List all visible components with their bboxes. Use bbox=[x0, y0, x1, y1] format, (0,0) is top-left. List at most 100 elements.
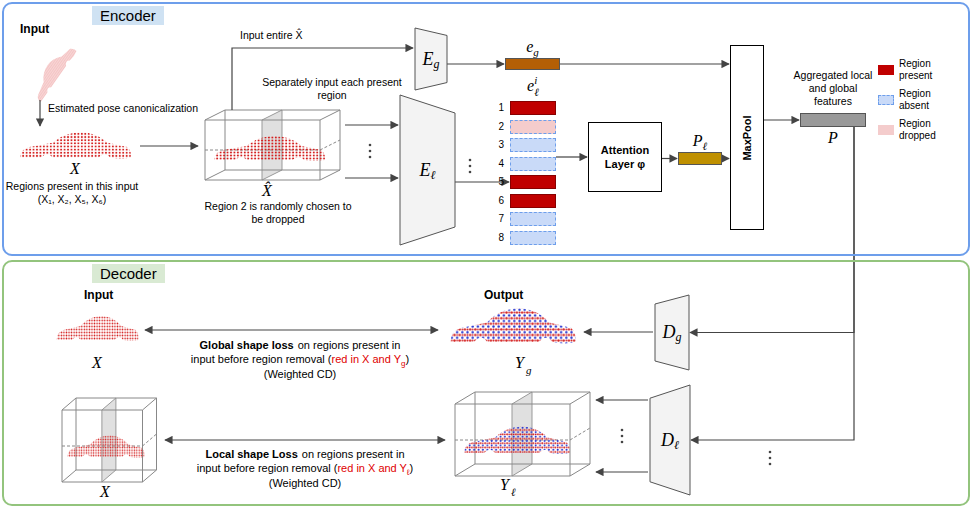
symbol-base: E bbox=[420, 160, 431, 181]
annotation: Local shape Loss bbox=[205, 448, 297, 460]
box-text: Attention Layer φ bbox=[593, 143, 657, 172]
math-symbol: Y bbox=[500, 476, 509, 494]
annotation: ) bbox=[405, 353, 409, 365]
symbol-group: Eℓ bbox=[400, 95, 455, 245]
symbol-base: e bbox=[526, 38, 533, 55]
symbol-subscript: ℓ bbox=[431, 168, 436, 183]
annotation: Separately input each present region bbox=[262, 76, 402, 102]
box-text: MaxPool bbox=[741, 115, 753, 160]
loss-text: Global shape losson regions present inin… bbox=[160, 338, 440, 381]
network-block: Dg bbox=[655, 295, 689, 370]
legend-text: Region present bbox=[899, 58, 961, 82]
callout-number: 4 bbox=[494, 158, 504, 169]
annotation: g bbox=[401, 359, 405, 368]
annotation: red in X and Y bbox=[332, 353, 402, 365]
feature-vector: Aggregated local and global featuresP bbox=[800, 113, 866, 127]
connector bbox=[662, 158, 677, 159]
callout-number: 8 bbox=[494, 232, 504, 243]
connector bbox=[447, 63, 504, 64]
annotation: Input bbox=[20, 22, 49, 36]
network-block: Dℓ bbox=[650, 385, 690, 495]
annotation: Input bbox=[84, 288, 113, 302]
symbol-base: E bbox=[423, 49, 434, 70]
symbol-group: Dg bbox=[655, 295, 689, 370]
callout-number: 2 bbox=[494, 121, 504, 132]
symbol-group: Eg bbox=[415, 28, 447, 90]
symbol-subscript: g bbox=[676, 330, 682, 345]
symbol-group: eg bbox=[526, 38, 539, 56]
callout-number: 3 bbox=[494, 139, 504, 150]
symbol-subscript: ℓ bbox=[534, 86, 539, 98]
text-line: input before region removal (red in X an… bbox=[160, 352, 440, 366]
panel-title: Decoder bbox=[92, 264, 165, 283]
annotation: Regions present in this input (X₁, X₂, X… bbox=[4, 180, 140, 206]
math-symbol: ℓ bbox=[511, 486, 516, 498]
process-box: MaxPool bbox=[730, 45, 764, 230]
connector bbox=[560, 63, 729, 64]
symbol-group: eiℓ bbox=[527, 77, 539, 95]
legend-text: Region dropped bbox=[899, 118, 961, 142]
symbol-subscript: g bbox=[434, 57, 440, 72]
annotation: on regions present in bbox=[298, 339, 401, 351]
region-bar bbox=[510, 175, 556, 189]
math-symbol: X̂ bbox=[262, 182, 272, 200]
region-features: eiℓ bbox=[510, 97, 556, 245]
callout-number: 1 bbox=[494, 102, 504, 113]
annotation: Region 2 is randomly chosen to be droppe… bbox=[198, 200, 358, 226]
symbol-group: Dℓ bbox=[650, 385, 690, 495]
math-symbol: X bbox=[100, 483, 110, 501]
annotation: Estimated pose canonicalization bbox=[48, 102, 198, 115]
region-bar bbox=[510, 231, 556, 245]
annotation: input before region removal ( bbox=[197, 462, 338, 474]
math-symbol: X bbox=[92, 354, 102, 372]
annotation: input before region removal ( bbox=[191, 353, 332, 365]
legend-swatch bbox=[878, 65, 894, 75]
legend-row: Region absent bbox=[878, 88, 966, 112]
region-bar bbox=[510, 101, 556, 115]
symbol-subscript: g bbox=[533, 46, 539, 58]
region-bar bbox=[510, 212, 556, 226]
region-bar bbox=[510, 194, 556, 208]
legend-text: Region absent bbox=[899, 88, 961, 112]
text-line: (Weighted CD) bbox=[165, 476, 445, 490]
callout-number: 5 bbox=[494, 176, 504, 187]
math-symbol: g bbox=[526, 364, 532, 376]
connector bbox=[691, 127, 854, 440]
text-line: input before region removal (red in X an… bbox=[165, 461, 445, 475]
connector bbox=[556, 156, 587, 157]
legend-row: Region dropped bbox=[878, 118, 966, 142]
callout-number: 6 bbox=[494, 195, 504, 206]
network-block: Eg bbox=[415, 28, 447, 90]
feature-vector: Pℓ bbox=[678, 152, 722, 165]
connector bbox=[722, 158, 729, 159]
feature-vector: eg bbox=[505, 58, 560, 70]
text-line: Global shape loss on regions present in bbox=[160, 338, 440, 352]
region-bar bbox=[510, 138, 556, 152]
math-symbol: X bbox=[70, 160, 80, 178]
panel: EncoderEgegEℓeiℓAttention Layer φPℓMaxPo… bbox=[2, 2, 970, 256]
annotation: ℓ bbox=[407, 468, 410, 477]
annotation: (Weighted CD) bbox=[264, 368, 337, 380]
loss-text: Local shape Losson regions present ininp… bbox=[165, 447, 445, 490]
network-block: Eℓ bbox=[400, 95, 455, 245]
symbol-base: D bbox=[663, 322, 676, 343]
symbol-base: P bbox=[828, 129, 838, 147]
annotation: ) bbox=[410, 462, 414, 474]
annotation: red in X and Y bbox=[337, 462, 407, 474]
symbol-base: P bbox=[693, 132, 703, 149]
symbol-superscript: i bbox=[534, 74, 537, 86]
legend-swatch bbox=[878, 125, 894, 135]
annotation: on regions present in bbox=[302, 448, 405, 460]
panel-title: Encoder bbox=[92, 6, 164, 25]
text-line: Local shape Loss on regions present in bbox=[165, 447, 445, 461]
symbol-base: D bbox=[661, 430, 674, 451]
connector bbox=[764, 119, 799, 120]
annotation: Global shape loss bbox=[200, 339, 294, 351]
symbol-subscript: ℓ bbox=[703, 140, 708, 152]
legend: Region presentRegion absentRegion droppe… bbox=[878, 58, 966, 148]
process-box: Attention Layer φ bbox=[588, 122, 662, 192]
feature-caption: Aggregated local and global features bbox=[790, 69, 876, 108]
legend-row: Region present bbox=[878, 58, 966, 82]
symbol-base: e bbox=[527, 77, 534, 94]
symbol-subscript: ℓ bbox=[674, 438, 679, 453]
